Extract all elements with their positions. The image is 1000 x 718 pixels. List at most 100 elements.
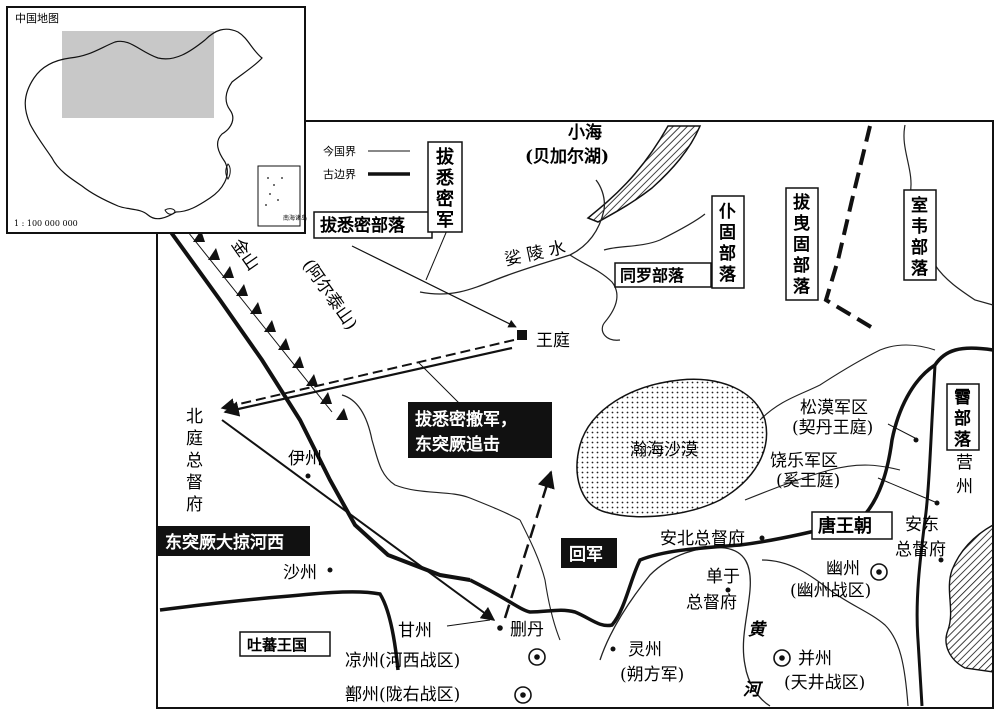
inset-highlight (62, 31, 214, 118)
ancient-border-ne (933, 346, 994, 367)
svg-text:韦: 韦 (911, 216, 928, 237)
legend: 今国界 古边界 (323, 144, 410, 181)
anbei-label: 安北总督府 (660, 529, 745, 549)
andong-dot (938, 557, 944, 563)
ganzhou-label: 甘州 (398, 621, 432, 641)
anbei-dot (759, 535, 765, 541)
bingzhou-label-1: 并州 (798, 649, 832, 669)
shandan-dot (497, 625, 503, 631)
yellow-river (599, 546, 771, 707)
yellow-river-label-2: 河 (743, 680, 764, 700)
inset-south-sea-label: 南海诸岛 (283, 214, 307, 222)
plunder-callout (158, 526, 310, 556)
arrow-return-dashed (503, 470, 555, 619)
legend-ancient-label: 古边界 (323, 168, 356, 181)
leader-ganzhou (446, 619, 491, 627)
yizhou-label: 伊州 (288, 449, 322, 469)
svg-text:北: 北 (186, 407, 203, 427)
svg-text:督: 督 (186, 473, 203, 493)
desert-label: 瀚海沙漠 (630, 440, 698, 460)
svg-text:固: 固 (793, 235, 810, 255)
liangzhou-marker (528, 648, 546, 666)
youzhou-label-2: (幽州战区) (790, 581, 871, 601)
andong-label-2: 总督府 (895, 540, 946, 560)
retreat-callout (408, 402, 552, 458)
return-callout (561, 538, 617, 568)
baximi-army-char-3: 密 (436, 188, 454, 210)
svg-text:落: 落 (793, 277, 811, 297)
svg-text:落: 落 (954, 430, 972, 450)
tongluo-box (614, 262, 712, 288)
baximi-army-char-1: 拔 (436, 146, 455, 168)
lake-alt: (贝加尔湖) (525, 146, 609, 167)
shazhou-dot (327, 567, 333, 573)
danyu-label-1: 单于 (706, 567, 740, 587)
lake-name: 小海 (568, 122, 602, 143)
east-sea (945, 523, 994, 673)
shiwei-box (903, 189, 937, 281)
shanzhou-label: 鄯州(陇右战区) (345, 685, 460, 705)
tubo-box (239, 631, 331, 657)
raole-dot (934, 500, 940, 506)
svg-text:室: 室 (911, 195, 928, 216)
yingzhou-label-2: 州 (956, 477, 973, 497)
steppe-line-2 (519, 519, 561, 641)
ancient-border-tang-north (469, 363, 936, 628)
yizhou-dot (305, 473, 311, 479)
svg-text:落: 落 (719, 265, 737, 285)
baximi-army-char-2: 悉 (435, 168, 455, 189)
svg-text:拔: 拔 (793, 192, 811, 213)
leader-songmo (887, 423, 916, 439)
tang-label: 唐王朝 (818, 515, 872, 537)
danyu-dot (725, 587, 731, 593)
retreat-callout-line-1: 拔悉密撤军， (415, 409, 517, 430)
youzhou-marker (870, 563, 888, 581)
lingzhou-label-1: 灵州 (628, 640, 662, 660)
river-east (761, 559, 909, 707)
svg-text:仆: 仆 (719, 202, 736, 222)
svg-text:部: 部 (793, 255, 810, 276)
leader-baximi-army (425, 227, 449, 281)
retreat-callout-line-2: 东突厥追击 (415, 434, 500, 455)
youzhou-label-1: 幽州 (826, 559, 860, 579)
svg-text:府: 府 (186, 495, 203, 515)
shandan-label: 删丹 (510, 620, 544, 640)
shanzhou-marker (514, 686, 532, 704)
svg-text:总: 总 (186, 451, 203, 471)
tongluo-label: 同罗部落 (620, 266, 685, 285)
dashed-border-ne (823, 125, 878, 332)
river-branch-1 (569, 254, 621, 341)
yingzhou-label-1: 营 (956, 453, 973, 473)
tubo-label: 吐蕃王国 (247, 636, 307, 654)
songmo-dot (913, 437, 919, 443)
bayegu-box (785, 187, 819, 301)
baikal-lake (586, 125, 702, 223)
svg-text:固: 固 (719, 223, 736, 243)
andong-label-1: 安东 (905, 515, 939, 535)
inset-title: 中国地图 (15, 12, 59, 25)
beiting-label: 北 庭 总 督 府 (186, 407, 203, 515)
svg-text:庭: 庭 (186, 429, 203, 449)
danyu-label-2: 总督府 (686, 593, 737, 613)
lingzhou-dot (610, 646, 616, 652)
ancient-border-tubo (159, 590, 400, 671)
inset-hainan (164, 208, 176, 215)
arrow-tribe-to-wangting (351, 245, 517, 328)
arrow-beiting-to-shandan (221, 419, 496, 621)
svg-text:曳: 曳 (793, 213, 810, 234)
river-branch-2 (603, 213, 706, 251)
svg-text:部: 部 (954, 408, 971, 429)
arrow-wangting-to-beiting (223, 346, 513, 417)
plunder-callout-text: 东突厥大掠河西 (165, 532, 284, 553)
legend-modern-label: 今国界 (323, 144, 356, 158)
arrow-wangting-to-beiting-dashed (220, 339, 515, 412)
songmo-label-1: 松漠军区 (800, 398, 868, 418)
svg-text:部: 部 (719, 243, 736, 264)
wangting-label: 王庭 (536, 331, 570, 351)
songmo-label-2: (契丹王庭) (792, 418, 873, 438)
lingzhou-label-2: (朔方军) (620, 665, 684, 685)
leader-raole (877, 477, 936, 503)
inset-south-sea-box (257, 165, 301, 227)
